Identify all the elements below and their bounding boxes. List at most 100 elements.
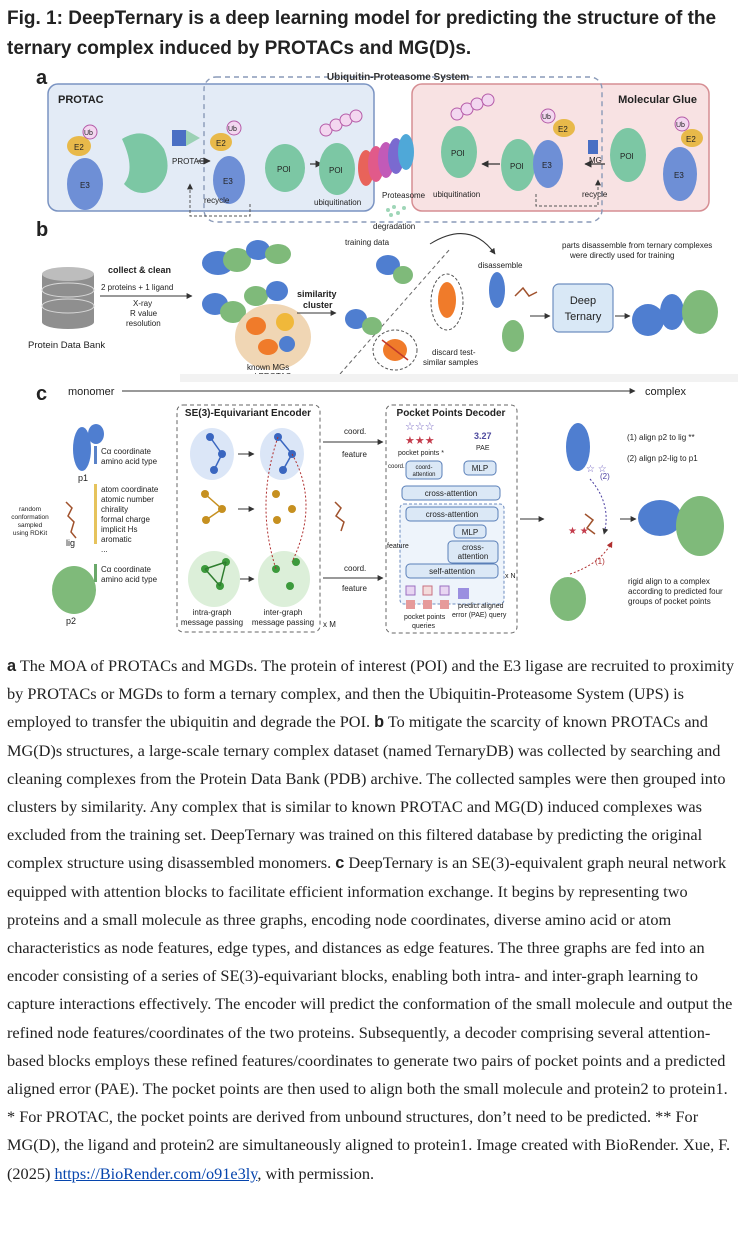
svg-text:★★★: ★★★ (405, 435, 435, 447)
protac-molecule-label: PROTAC (172, 157, 205, 166)
poi-label-mid: POI (277, 165, 291, 174)
lig-feat-3: chirality (101, 505, 128, 514)
coord-attention-box (405, 460, 443, 480)
lig-conf-4: using RDKit (13, 530, 48, 537)
self-attention-label: self-attention (429, 567, 475, 576)
caption-label-b: b (374, 713, 385, 732)
feature-bottom: feature (342, 584, 367, 593)
ub-label-mid: Ub (228, 126, 237, 133)
pocket-points-label: pocket points * (398, 450, 444, 457)
similarity-2: cluster (303, 300, 333, 310)
inter-2: message passing (252, 618, 314, 627)
protac-box-title: PROTAC (58, 94, 104, 106)
lig-feat-1: atom coordinate (101, 485, 159, 494)
p2-protein-shape (52, 566, 96, 614)
cross-attention-split-box (447, 540, 499, 564)
poi-shape-left (122, 133, 168, 193)
criteria-1: 2 proteins + 1 ligand (101, 283, 173, 292)
pocket-star-icons: ☆☆☆ ★★★ (405, 421, 435, 447)
predicted-complex-b (632, 290, 718, 336)
complex-label: complex (645, 386, 686, 398)
panel-b-label: b (36, 219, 48, 241)
poi-label-right: POI (620, 152, 634, 161)
step2-label: (2) (600, 472, 610, 481)
rigid-3: groups of pocket points (628, 597, 711, 606)
svg-text:☆☆☆: ☆☆☆ (405, 421, 435, 433)
discard-1: discard test- (432, 348, 476, 357)
inter-1: inter-graph (264, 608, 303, 617)
cross-split-2: attention (458, 552, 489, 561)
lig-feat-4: formal charge (101, 515, 150, 524)
caption-text-b: To mitigate the scarcity of known PROTAC… (7, 712, 726, 873)
mlp-mid-label: MLP (462, 528, 478, 537)
biorender-link[interactable]: https://BioRender.com/o91e3ly (54, 1163, 258, 1183)
p1-protein-shape (73, 424, 104, 471)
mlp-top-box (463, 460, 497, 476)
intra-2: message passing (181, 618, 243, 627)
discard-2: similar samples (423, 358, 478, 367)
ub-label-right-mid: Ub (542, 114, 551, 121)
ub-label-right: Ub (676, 122, 685, 129)
recycle-label-left: recycle (204, 196, 230, 205)
p2-feat-2: amino acid type (101, 575, 158, 584)
similarity-1: similarity (297, 289, 337, 299)
parts-note-2: were directly used for training (569, 251, 675, 260)
encoder-title: SE(3)-Equivariant Encoder (185, 408, 311, 419)
lig-conf-3: sampled (18, 522, 43, 529)
figure-caption: a The MOA of PROTACs and MGDs. The prote… (7, 652, 737, 1188)
known-cluster-shape (235, 304, 311, 370)
xn-label: x N (505, 573, 516, 580)
ups-box (203, 76, 603, 223)
e3-label-left: E3 (80, 181, 90, 190)
query-squares (405, 585, 469, 609)
e3-label-mid: E3 (223, 177, 233, 186)
pae-value: 3.27 (474, 431, 492, 441)
caption-text-c: DeepTernary is an SE(3)-equivalent graph… (7, 853, 733, 1183)
mlp-top-label: MLP (472, 464, 488, 473)
e2-label-right-mid: E2 (558, 125, 568, 134)
graph-nodes-intra (188, 428, 240, 607)
proteasome-shape (358, 134, 414, 186)
lig-feat-6: aromatic (101, 535, 132, 544)
self-attention-box (405, 563, 499, 579)
training-data-label: training data (345, 238, 390, 247)
lig-conf-1: random (19, 506, 41, 513)
rigid-2: according to predicted four (628, 587, 723, 596)
coord-attention-1: coord- (415, 465, 432, 471)
svg-text:☆ ☆: ☆ ☆ (586, 464, 607, 475)
pae-query-2: error (PAE) query (452, 612, 507, 619)
mg-label: MG (589, 156, 602, 165)
lig-feat-2: atomic number (101, 495, 154, 504)
e2-label-left: E2 (74, 143, 84, 152)
proteasome-label: Proteasome (382, 191, 426, 200)
e3-ligase-shape-left (67, 136, 103, 210)
final-complex (638, 496, 724, 556)
discard-circle-1 (430, 273, 464, 331)
model-label-2: Ternary (565, 311, 602, 323)
discard-circle-2 (372, 329, 418, 371)
xm-label: x M (323, 620, 336, 629)
mlp-mid-box (453, 524, 487, 539)
cross-attention-top-label: cross-attention (425, 489, 477, 498)
intra-1: intra-graph (193, 608, 232, 617)
coord-attention-2: attention (412, 472, 435, 478)
poi-label-right-ub: POI (451, 149, 465, 158)
p1-label: p1 (78, 473, 88, 483)
caption-label-c: c (335, 854, 345, 873)
deepternary-model-box (552, 283, 614, 333)
feature-input-label: feature (387, 543, 409, 550)
queries-1: pocket points (404, 614, 446, 621)
panel-a-label: a (36, 67, 48, 89)
ligand-shape (65, 501, 77, 539)
cross-attention-mid-label: cross-attention (426, 510, 478, 519)
poi-label-ub: POI (329, 166, 343, 175)
p2-feat-1: Cα coordinate (101, 565, 152, 574)
cross-attention-top-box (401, 485, 501, 501)
svg-text:★ ★: ★ ★ (568, 526, 589, 537)
align-1: (1) align p2 to lig ** (627, 433, 695, 442)
database-icon (41, 267, 95, 329)
degradation-label: degradation (373, 222, 415, 231)
caption-text-a: The MOA of PROTACs and MGDs. The protein… (7, 656, 735, 732)
protein-cloud-b (202, 240, 291, 323)
caption-label-a: a (7, 657, 17, 675)
